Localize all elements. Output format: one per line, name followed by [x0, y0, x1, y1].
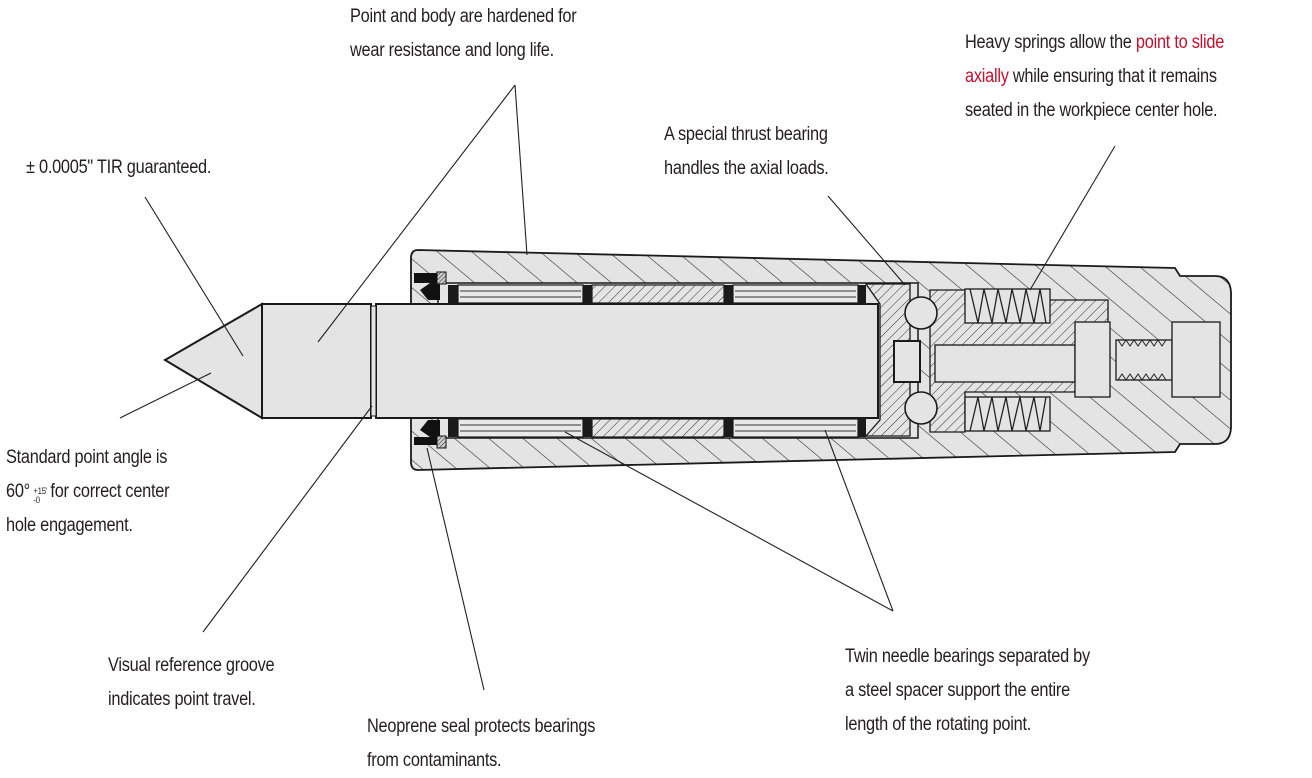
leader-angle	[119, 372, 212, 419]
leader-tir	[144, 196, 244, 357]
leader-lines	[119, 84, 1116, 691]
callout-tir: ± 0.0005" TIR guaranteed.	[26, 157, 212, 178]
callout-hardened: Point and body are hardened for wear res…	[350, 6, 577, 61]
callout-springs: Heavy springs allow the point to slide a…	[965, 32, 1225, 121]
highlight-point-to-slide: point to slide	[1135, 32, 1225, 53]
leader-seal	[426, 447, 485, 691]
leader-thrust	[827, 195, 906, 286]
angle-tolerance: +15'-0	[33, 486, 47, 505]
steel-spacer	[591, 284, 725, 438]
callout-needle-bearings: Twin needle bearings separated by a stee…	[845, 646, 1090, 735]
leader-hardened-point	[317, 84, 516, 343]
leader-groove	[202, 405, 373, 633]
callout-reference-groove: Visual reference groove indicates point …	[108, 655, 275, 710]
leader-needle-1	[564, 431, 894, 612]
rear-thread-plug	[1074, 321, 1221, 398]
thrust-bearing	[864, 283, 1109, 437]
needle-bearings	[448, 284, 866, 438]
reference-groove	[370, 305, 377, 417]
leader-needle-2	[824, 429, 894, 612]
callout-neoprene-seal: Neoprene seal protects bearings from con…	[367, 716, 596, 771]
neoprene-seal	[414, 271, 447, 449]
leader-springs	[1029, 145, 1116, 291]
point-tip	[163, 302, 263, 420]
callout-thrust-bearing: A special thrust bearing handles the axi…	[664, 124, 829, 179]
leader-hardened-body	[514, 84, 528, 256]
rotating-point	[163, 302, 879, 420]
springs	[964, 288, 1051, 432]
highlight-axially: axially	[965, 66, 1009, 87]
